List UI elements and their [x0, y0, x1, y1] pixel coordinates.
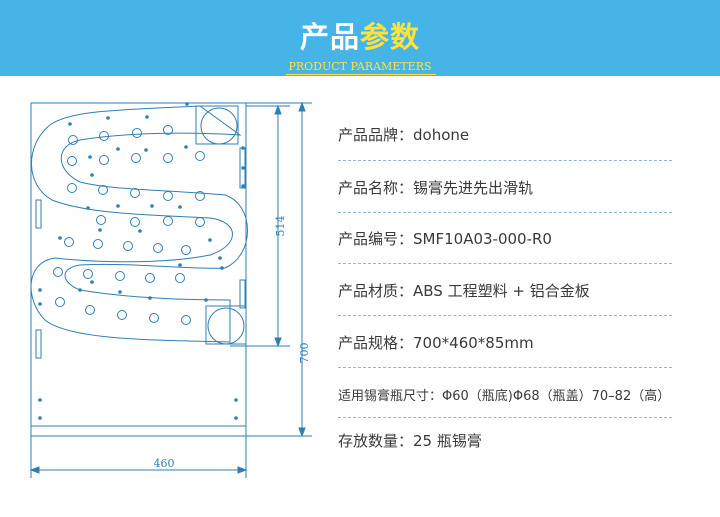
header-banner — [0, 0, 720, 76]
spec-material-label: 产品材质： — [338, 282, 414, 300]
roller-top-frame — [195, 105, 239, 145]
spec-bottle-size-label: 适用锡膏瓶尺寸： — [338, 389, 443, 404]
page-title: 产品参数 — [0, 14, 720, 56]
spec-brand-value: dohone — [413, 126, 470, 144]
spec-capacity-value: 25 瓶锡膏 — [413, 432, 482, 450]
spec-material: 产品材质：ABS 工程塑料 + 铝合金板 — [338, 280, 590, 301]
spec-material-value: ABS 工程塑料 + 铝合金板 — [413, 282, 590, 300]
slot-right-2 — [239, 279, 246, 309]
divider — [338, 417, 672, 418]
spec-brand-label: 产品品牌： — [338, 126, 414, 144]
roller-bottom-frame — [205, 305, 247, 345]
spec-bottle-size: 适用锡膏瓶尺寸：Φ60（瓶底)Φ68（瓶盖）70–82（高） — [338, 385, 670, 404]
divider — [338, 212, 672, 213]
spec-size-label: 产品规格： — [338, 334, 414, 352]
dim-460-label: 460 — [154, 457, 175, 470]
plate-outline — [30, 102, 247, 437]
divider — [338, 315, 672, 316]
spec-size: 产品规格：700*460*85mm — [338, 332, 534, 353]
spec-bottle-size-value: Φ60（瓶底)Φ68（瓶盖）70–82（高） — [442, 389, 671, 404]
dim-514-label: 514 — [274, 216, 287, 237]
spec-name-label: 产品名称： — [338, 179, 414, 197]
spec-code-label: 产品编号： — [338, 230, 414, 248]
spec-code-value: SMF10A03-000-R0 — [413, 230, 552, 248]
divider — [338, 367, 672, 368]
roller-top — [200, 107, 238, 145]
dim-700-label: 700 — [298, 343, 311, 364]
spec-capacity-label: 存放数量： — [338, 432, 414, 450]
spec-name: 产品名称：锡膏先进先出滑轨 — [338, 177, 533, 198]
page-subtitle: PRODUCT PARAMETERS — [288, 60, 432, 73]
divider — [338, 160, 672, 161]
spec-brand: 产品品牌：dohone — [338, 124, 469, 145]
spec-name-value: 锡膏先进先出滑轨 — [413, 179, 534, 197]
spec-code: 产品编号：SMF10A03-000-R0 — [338, 228, 552, 249]
rivet-dots — [38, 102, 245, 420]
spec-size-value: 700*460*85mm — [413, 334, 534, 352]
title-accent: 参数 — [360, 20, 421, 54]
divider — [338, 263, 672, 264]
technical-drawing: 514 700 460 — [29, 101, 312, 478]
title-main: 产品 — [299, 20, 360, 54]
roller-bottom — [207, 307, 245, 345]
slot-left-2 — [35, 329, 42, 359]
subtitle-underline — [286, 74, 436, 75]
slot-left-1 — [35, 199, 42, 229]
spec-capacity: 存放数量：25 瓶锡膏 — [338, 430, 482, 451]
track-circles — [53, 125, 205, 325]
